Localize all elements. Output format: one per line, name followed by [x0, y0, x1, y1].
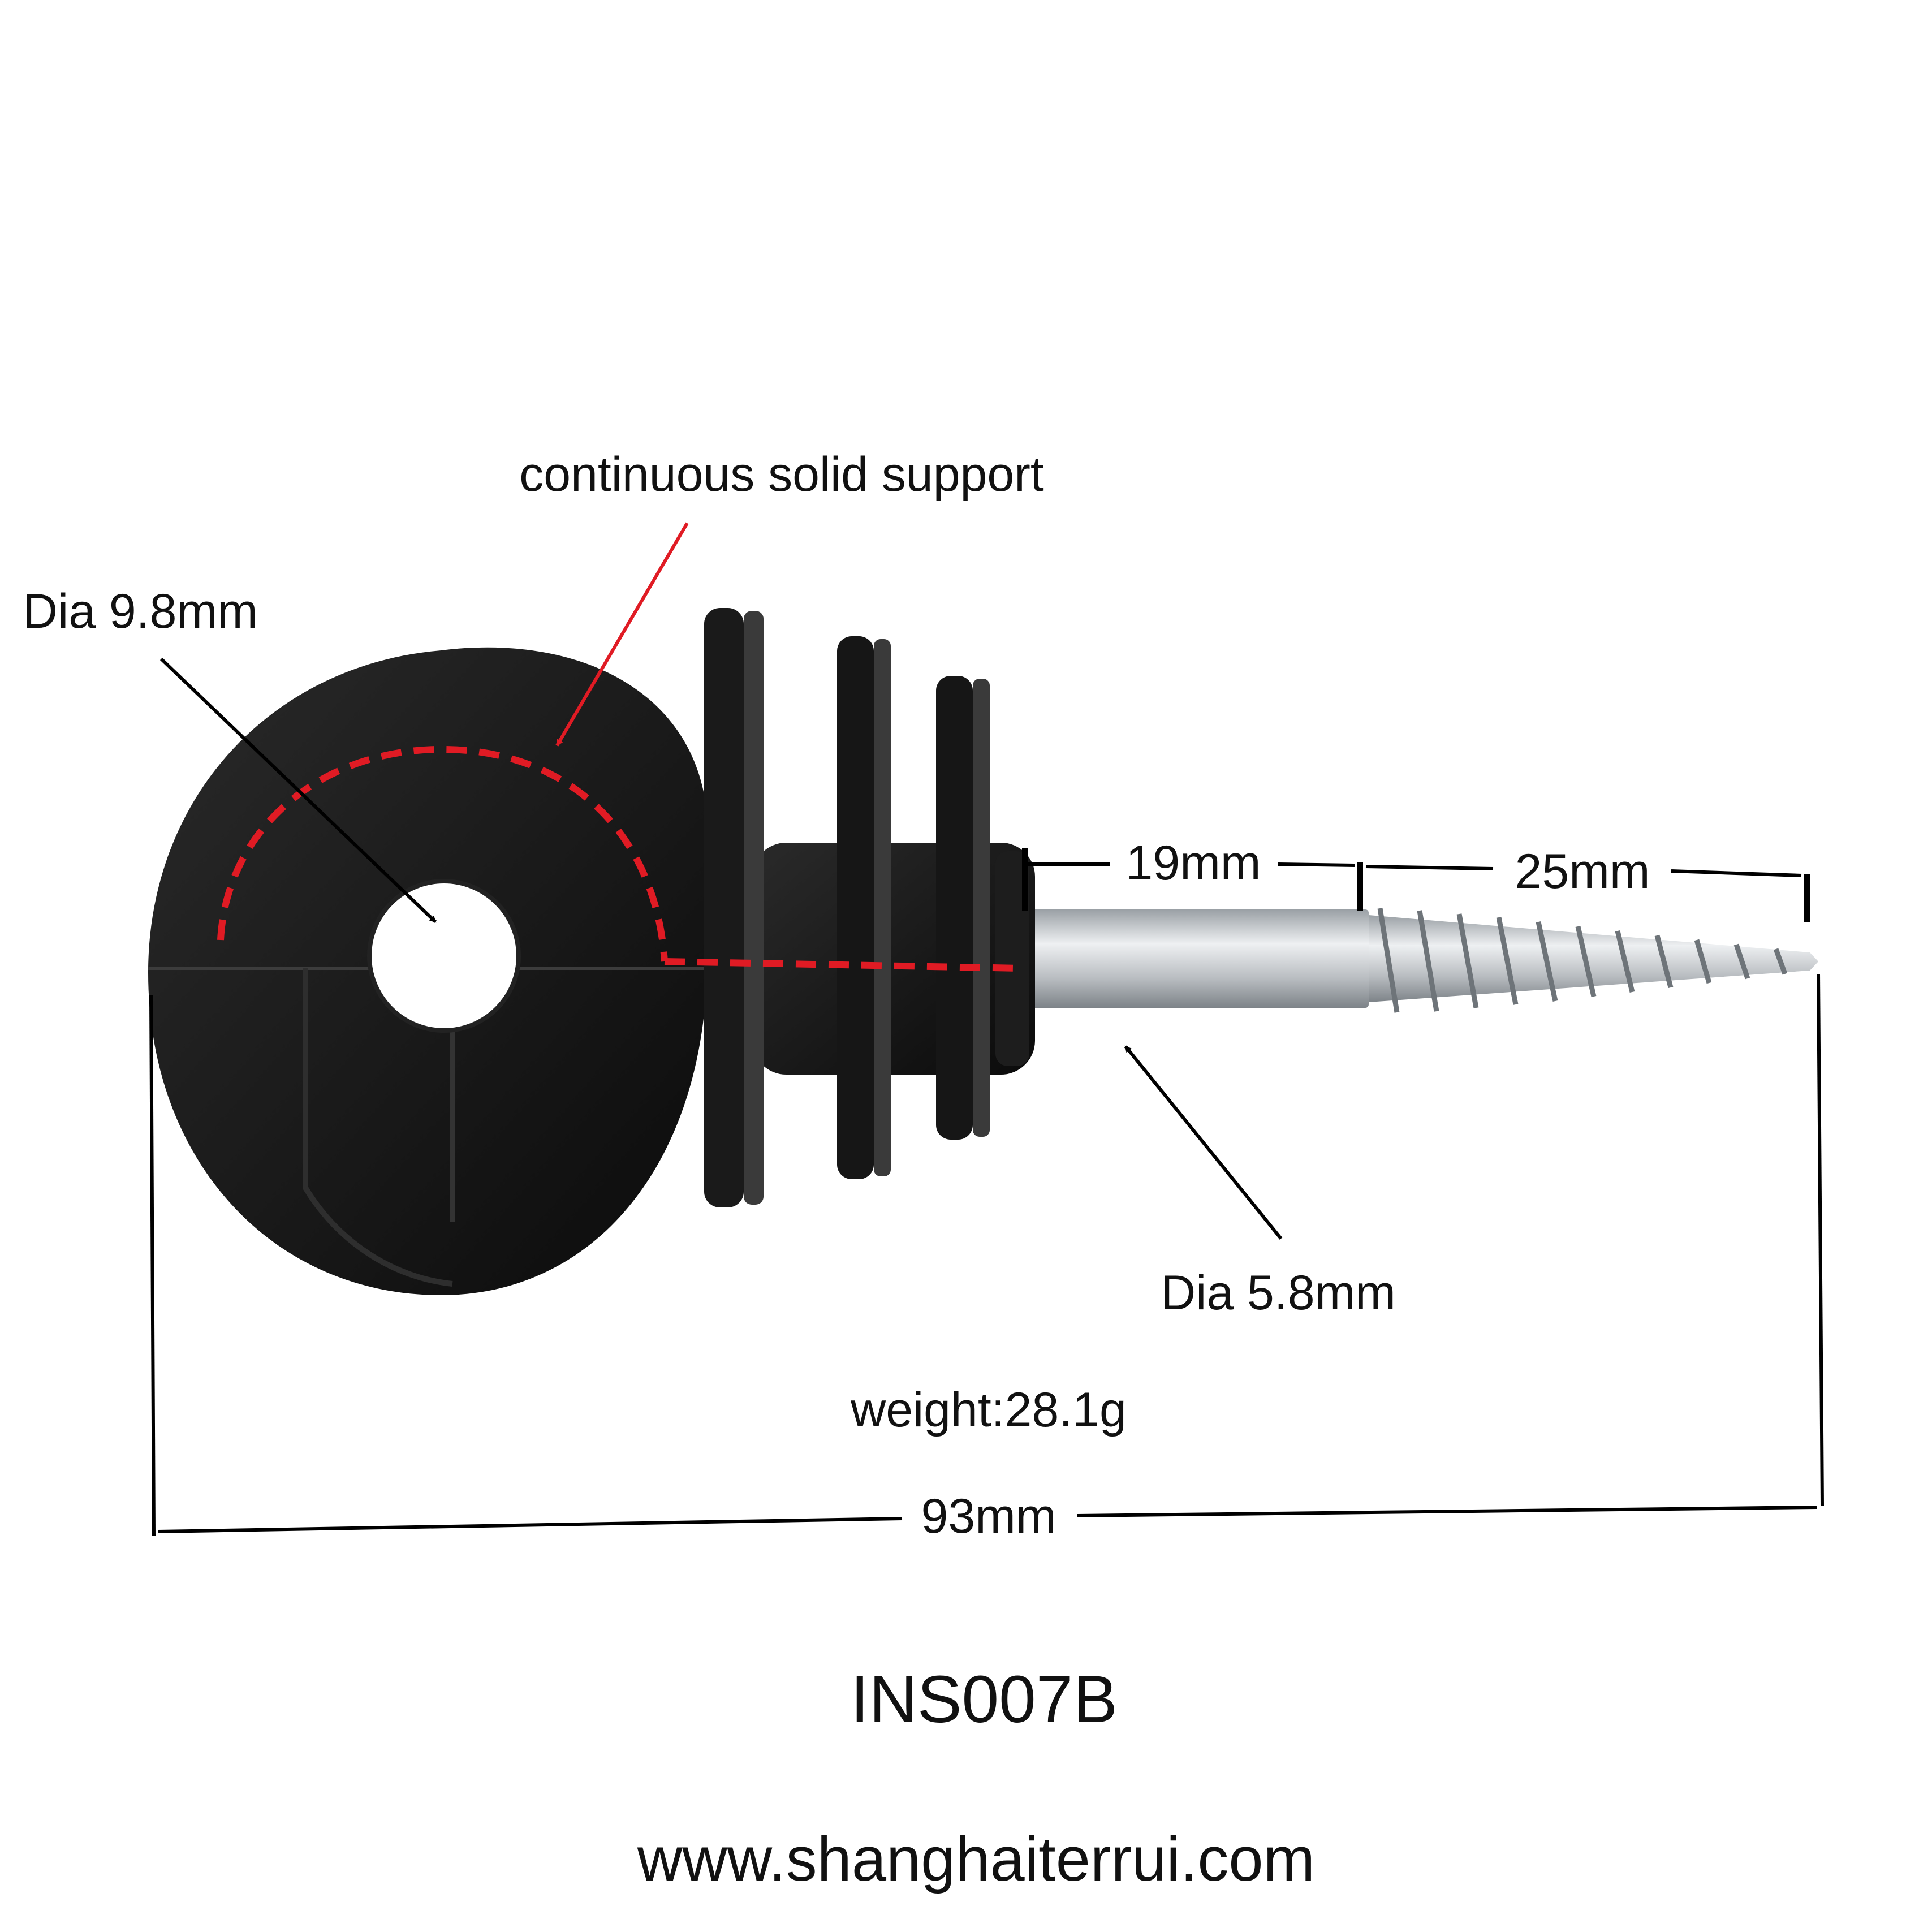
insulator-ring	[148, 647, 707, 1295]
shank-length-label: 19mm	[1126, 836, 1261, 890]
support-label: continuous solid support	[519, 447, 1044, 502]
website-url: www.shanghaiterrui.com	[637, 1825, 1315, 1894]
hole-diameter-label: Dia 9.8mm	[23, 584, 258, 639]
thread-length-label: 25mm	[1515, 844, 1650, 899]
screw-icon	[1018, 908, 1818, 1013]
model-number: INS007B	[851, 1662, 1118, 1737]
insulator-product	[148, 608, 1818, 1295]
weight-label: weight:28.1g	[850, 1383, 1127, 1437]
annotation-lines	[149, 657, 1824, 1536]
screw-dia-pointer	[1124, 1045, 1283, 1240]
insulator-flanges	[704, 608, 1035, 1208]
support-pointer-line	[555, 522, 689, 747]
wire-hole	[369, 881, 519, 1030]
screw-diameter-label: Dia 5.8mm	[1161, 1266, 1396, 1320]
total-length-label: 93mm	[921, 1489, 1056, 1543]
support-path	[217, 522, 1021, 972]
hole-dia-pointer	[159, 657, 437, 924]
